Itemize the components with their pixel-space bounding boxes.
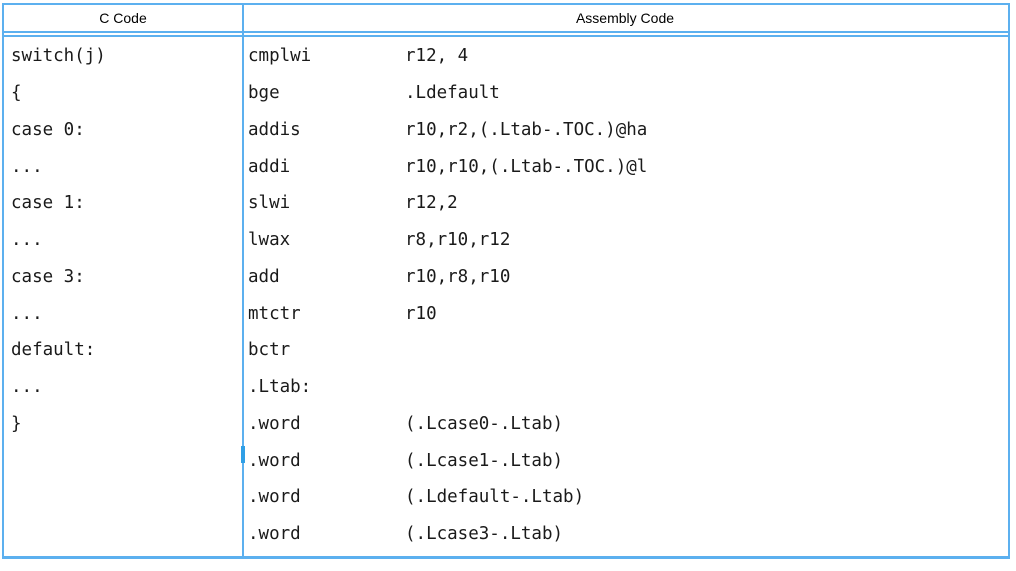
c-code-line: ... <box>11 377 43 398</box>
asm-code-line: .word (.Lcase1-.Ltab) <box>248 442 1008 479</box>
asm-operands: (.Lcase0-.Ltab) <box>405 413 564 434</box>
asm-mnemonic: .Ltab: <box>248 377 312 398</box>
header-double-rule <box>4 33 1008 37</box>
asm-mnemonic: .word <box>248 487 301 508</box>
asm-operands: (.Lcase3-.Ltab) <box>405 524 564 545</box>
asm-code-line: bctr <box>248 332 1008 369</box>
asm-mnemonic: addis <box>248 119 301 140</box>
c-code-line: ... <box>11 303 43 324</box>
asm-mnemonic: .word <box>248 450 301 471</box>
asm-operands: r12, 4 <box>405 46 469 67</box>
c-code-line: { <box>11 83 22 104</box>
asm-mnemonic: addi <box>248 156 291 177</box>
c-code-line: case 0: <box>11 119 85 140</box>
c-code-line: } <box>11 413 22 434</box>
asm-mnemonic: cmplwi <box>248 46 312 67</box>
asm-mnemonic: slwi <box>248 193 291 214</box>
asm-code-line: cmplwi r12, 4 <box>248 38 1008 75</box>
asm-mnemonic: mtctr <box>248 303 301 324</box>
asm-operands: (.Ldefault-.Ltab) <box>405 487 585 508</box>
c-code-line: switch(j) <box>11 46 106 67</box>
asm-operands: r10,r2,(.Ltab-.TOC.)@ha <box>405 119 648 140</box>
asm-mnemonic: .word <box>248 413 301 434</box>
asm-operands: (.Lcase1-.Ltab) <box>405 450 564 471</box>
divider-caret-mark <box>241 446 245 463</box>
asm-mnemonic: lwax <box>248 230 291 251</box>
asm-operands: r10,r10,(.Ltab-.TOC.)@l <box>405 156 648 177</box>
table-header-row: C Code Assembly Code <box>4 5 1008 33</box>
assembly-code-column-header: Assembly Code <box>575 10 675 26</box>
asm-code-line: lwax r8,r10,r12 <box>248 222 1008 259</box>
asm-operands: .Ldefault <box>405 83 500 104</box>
asm-operands: r10 <box>405 303 437 324</box>
asm-code-line: .word (.Lcase3-.Ltab) <box>248 516 1008 553</box>
c-code-line: ... <box>11 156 43 177</box>
asm-mnemonic: bge <box>248 83 280 104</box>
table-body-row: switch(j) { case 0:... case 1:... case 3:...… <box>4 37 1008 553</box>
c-code-column-header: C Code <box>99 10 147 26</box>
asm-code-line: .word (.Lcase0-.Ltab) <box>248 406 1008 443</box>
asm-code-line: add r10,r8,r10 <box>248 259 1008 296</box>
asm-code-line: mtctr r10 <box>248 295 1008 332</box>
asm-operands: r10,r8,r10 <box>405 266 511 287</box>
asm-code-line: bge .Ldefault <box>248 75 1008 112</box>
asm-code-line: .Ltab: <box>248 369 1008 406</box>
assembly-code-cell: cmplwi r12, 4 bge .Ldefault addis r10,r2,(.Lt… <box>242 37 1008 553</box>
c-code-cell: switch(j) { case 0:... case 1:... case 3:...… <box>4 37 242 442</box>
c-code-line: default: <box>11 340 96 361</box>
asm-code-line: addis r10,r2,(.Ltab-.TOC.)@ha <box>248 112 1008 149</box>
asm-code-line: slwi r12,2 <box>248 185 1008 222</box>
column-divider-line <box>242 5 244 556</box>
asm-mnemonic: .word <box>248 524 301 545</box>
asm-operands: r12,2 <box>405 193 458 214</box>
asm-mnemonic: add <box>248 266 280 287</box>
asm-operands: r8,r10,r12 <box>405 230 511 251</box>
c-code-line: ... <box>11 230 43 251</box>
c-code-line: case 3: <box>11 266 85 287</box>
asm-code-line: addi r10,r10,(.Ltab-.TOC.)@l <box>248 148 1008 185</box>
code-comparison-table: C Code Assembly Code switch(j) { case 0:..… <box>2 3 1010 559</box>
c-code-line: case 1: <box>11 193 85 214</box>
asm-code-line: .word (.Ldefault-.Ltab) <box>248 479 1008 516</box>
asm-mnemonic: bctr <box>248 340 291 361</box>
